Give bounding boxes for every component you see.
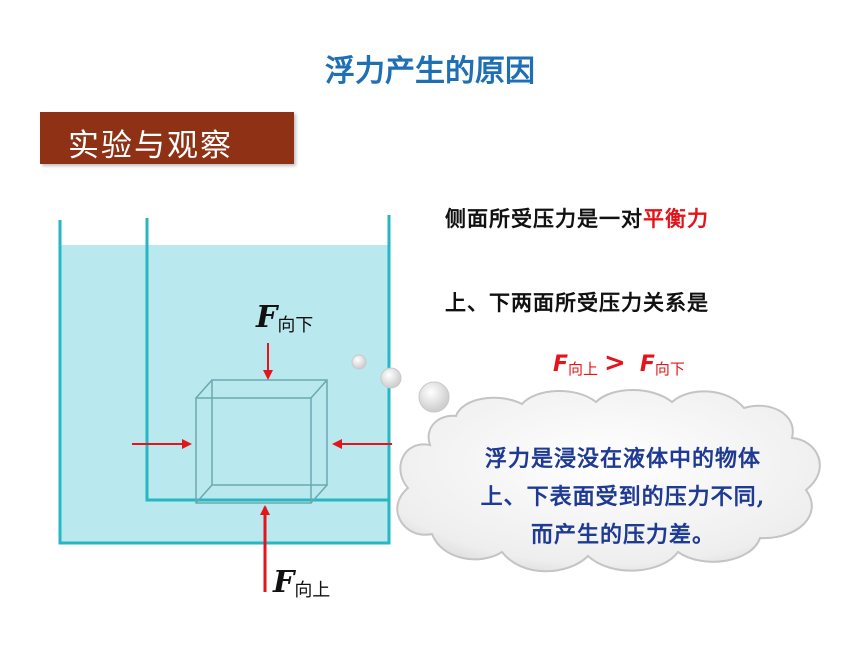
- force-down-sub: 向下: [277, 315, 314, 336]
- relation-right-symbol: F: [639, 352, 655, 377]
- relation-operator: >: [604, 348, 626, 378]
- cloud-text: 浮力是浸没在液体中的物体 上、下表面受到的压力不同, 而产生的压力差。: [428, 440, 818, 554]
- inner-container: [145, 218, 389, 502]
- water: [60, 245, 389, 542]
- submerged-cube: [195, 379, 328, 504]
- side-force-statement: 侧面所受压力是一对平衡力: [445, 203, 709, 233]
- thought-bubble-medium: [380, 367, 402, 389]
- thought-bubble-small: [351, 354, 367, 370]
- relation-right-sub: 向下: [654, 360, 685, 378]
- thought-cloud: [396, 389, 821, 573]
- top-bottom-statement: 上、下两面所受压力关系是: [445, 290, 709, 315]
- section-banner: 实验与观察: [40, 112, 294, 164]
- page-title: 浮力产生的原因: [325, 54, 535, 89]
- force-down-symbol: F: [256, 300, 278, 335]
- cloud-line-3: 而产生的压力差。: [530, 522, 715, 548]
- relation-left-symbol: F: [553, 352, 569, 377]
- thought-bubble-large: [418, 381, 450, 413]
- side-force-text: 侧面所受压力是一对: [445, 206, 643, 231]
- force-up-label: F向上: [273, 565, 330, 602]
- force-relation: F向上>F向下: [553, 348, 685, 379]
- force-down-label: F向下: [256, 300, 313, 337]
- cloud-line-2: 上、下表面受到的压力不同,: [480, 484, 766, 510]
- force-up-sub: 向上: [294, 580, 331, 601]
- relation-left-sub: 向上: [568, 360, 599, 378]
- cloud-line-1: 浮力是浸没在液体中的物体: [484, 446, 761, 472]
- force-up-symbol: F: [273, 565, 295, 600]
- balanced-force-highlight: 平衡力: [643, 206, 709, 231]
- banner-label: 实验与观察: [68, 128, 233, 164]
